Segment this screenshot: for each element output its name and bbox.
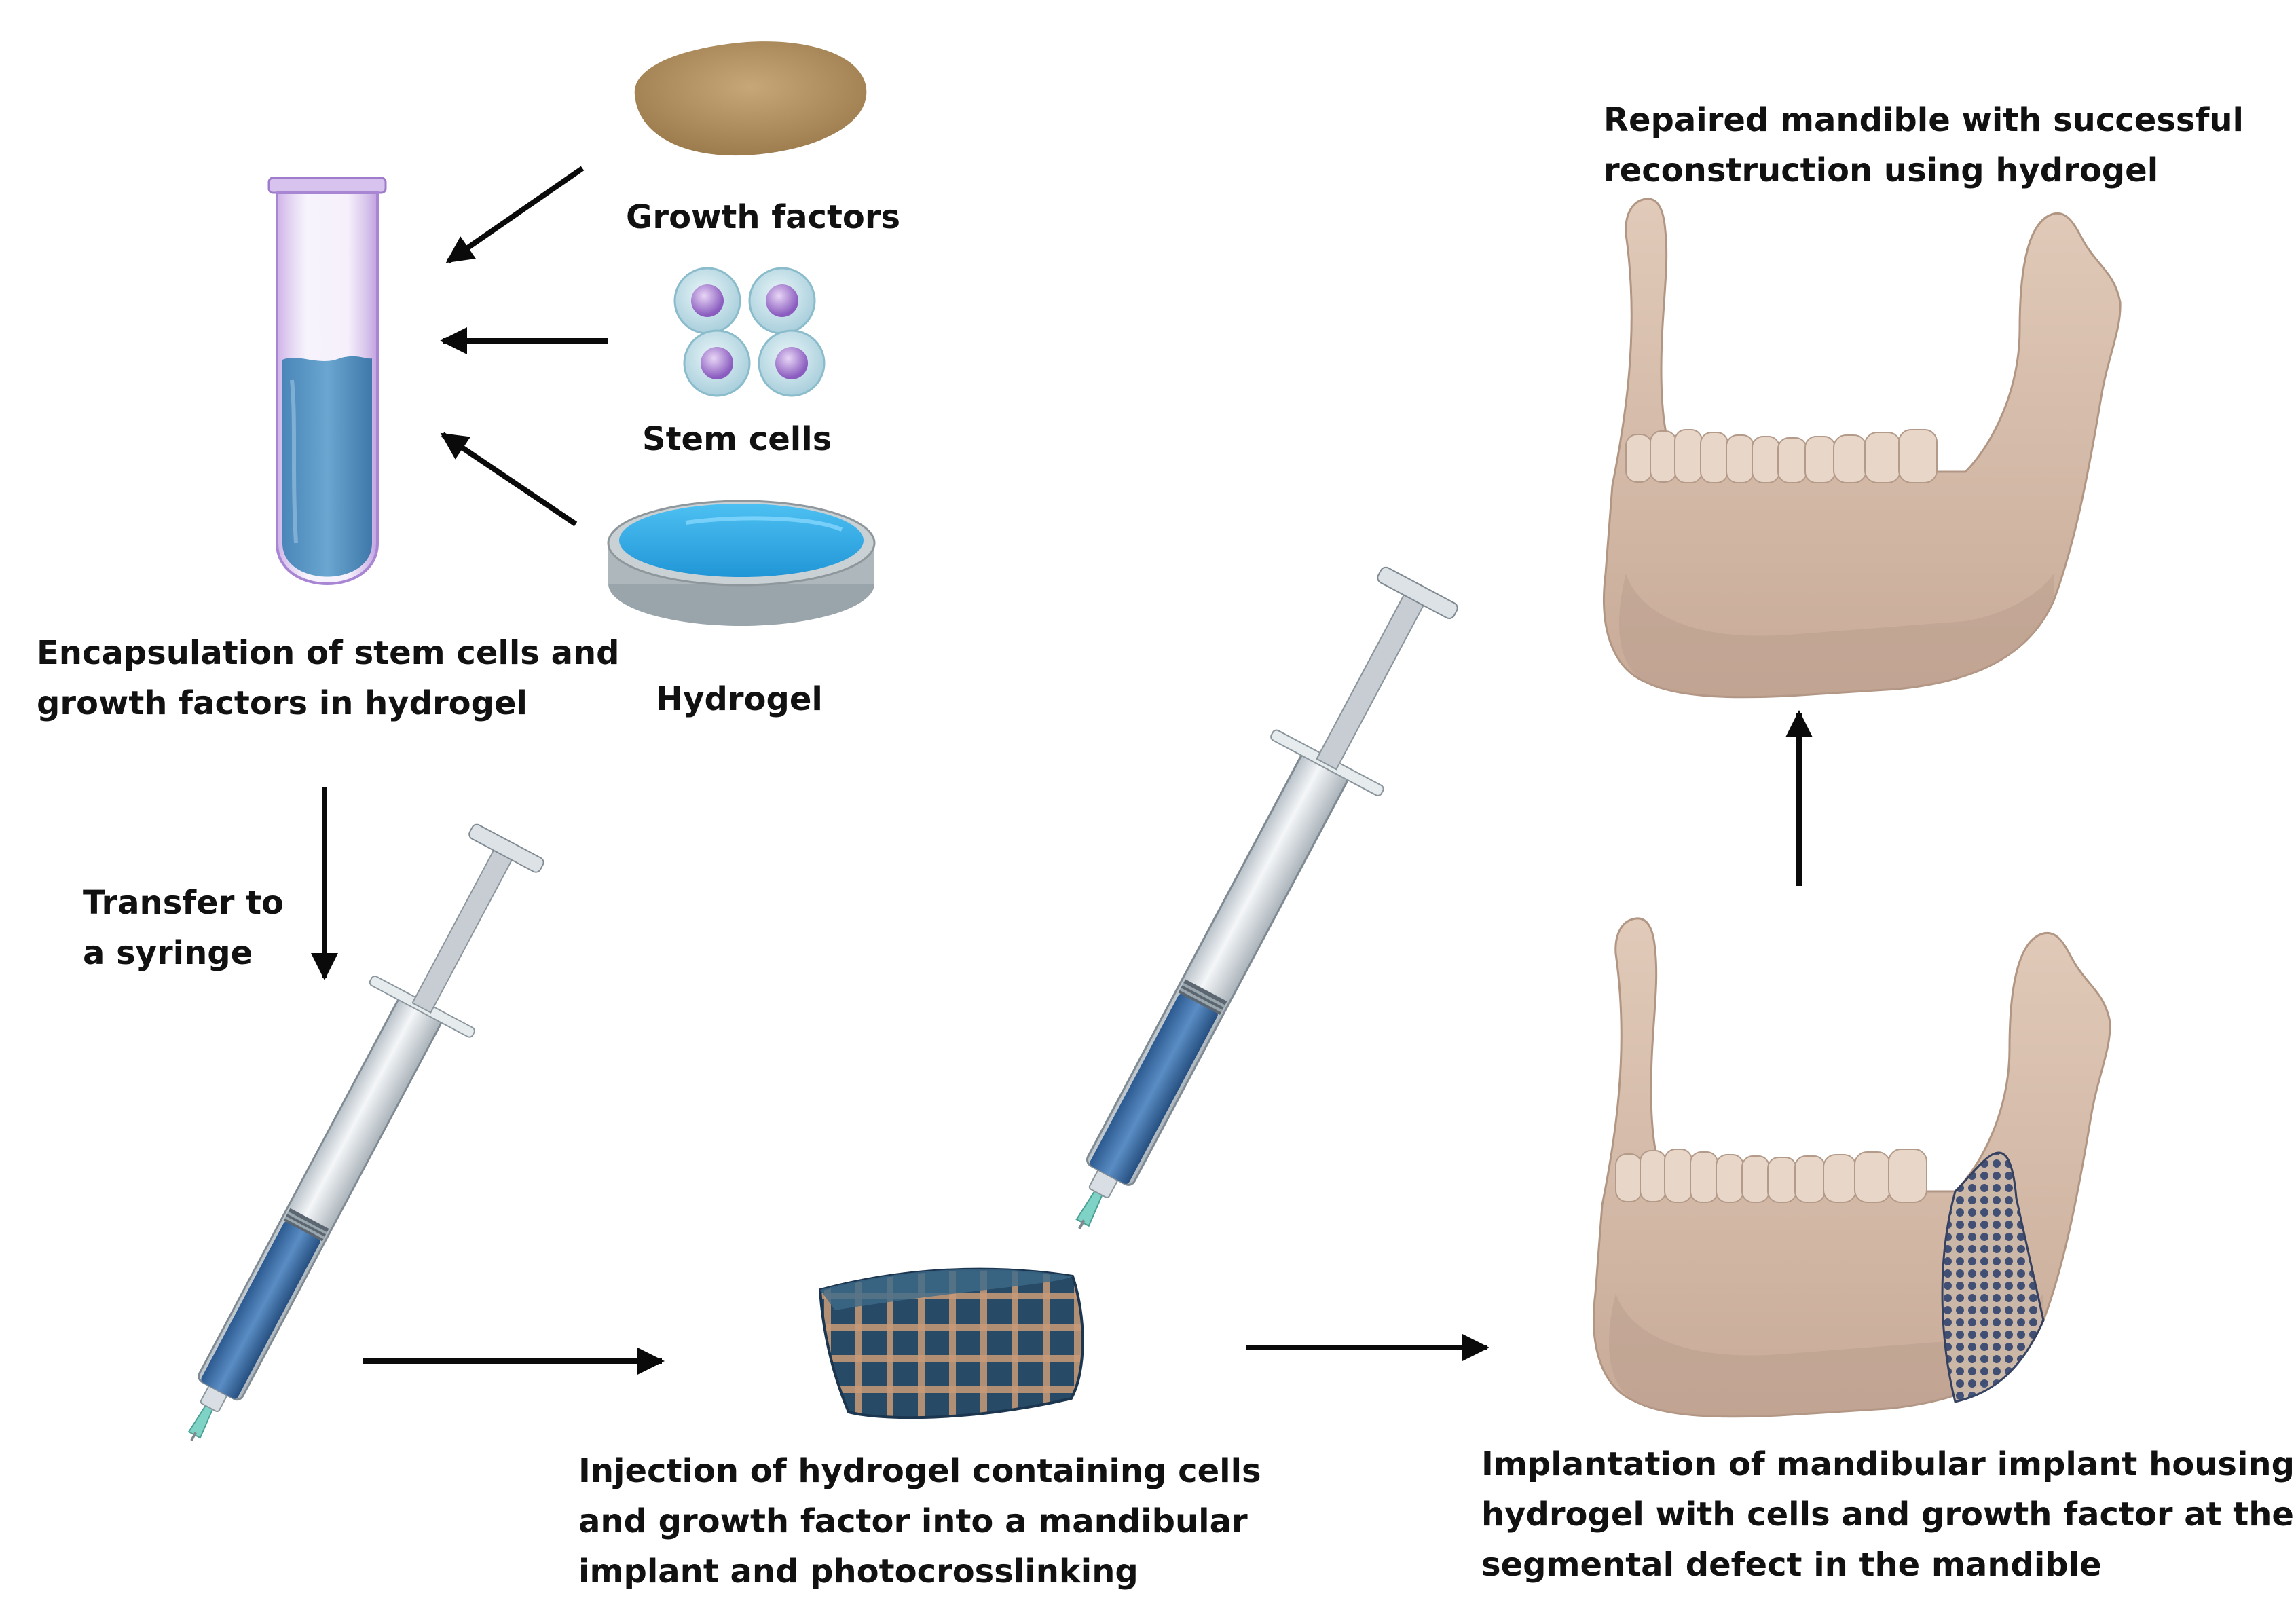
- arrow-growth-factors: [445, 166, 585, 264]
- label-growth-factors: Growth factors: [626, 198, 901, 236]
- label-hydrogel: Hydrogel: [656, 680, 823, 718]
- test-tube-icon: [267, 177, 387, 585]
- arrow-hydrogel: [440, 432, 578, 527]
- label-transfer: Transfer to a syringe: [83, 884, 284, 972]
- scaffold-icon: [818, 1267, 1084, 1419]
- mandible-icon: [1593, 917, 2111, 1418]
- syringe-icon: [1024, 556, 1477, 1258]
- label-encapsulation: Encapsulation of stem cells and growth f…: [37, 634, 620, 722]
- growth-factor-powder-icon: [634, 41, 867, 156]
- mandible-icon: [1603, 198, 2122, 699]
- label-repaired: Repaired mandible with successful recons…: [1604, 101, 2244, 189]
- hydrogel-dish-icon: [607, 500, 876, 626]
- label-implantation: Implantation of mandibular implant housi…: [1481, 1445, 2295, 1584]
- label-stem-cells: Stem cells: [642, 420, 832, 458]
- stem-cells-icon: [673, 267, 826, 397]
- label-injection: Injection of hydrogel containing cells a…: [578, 1452, 1261, 1591]
